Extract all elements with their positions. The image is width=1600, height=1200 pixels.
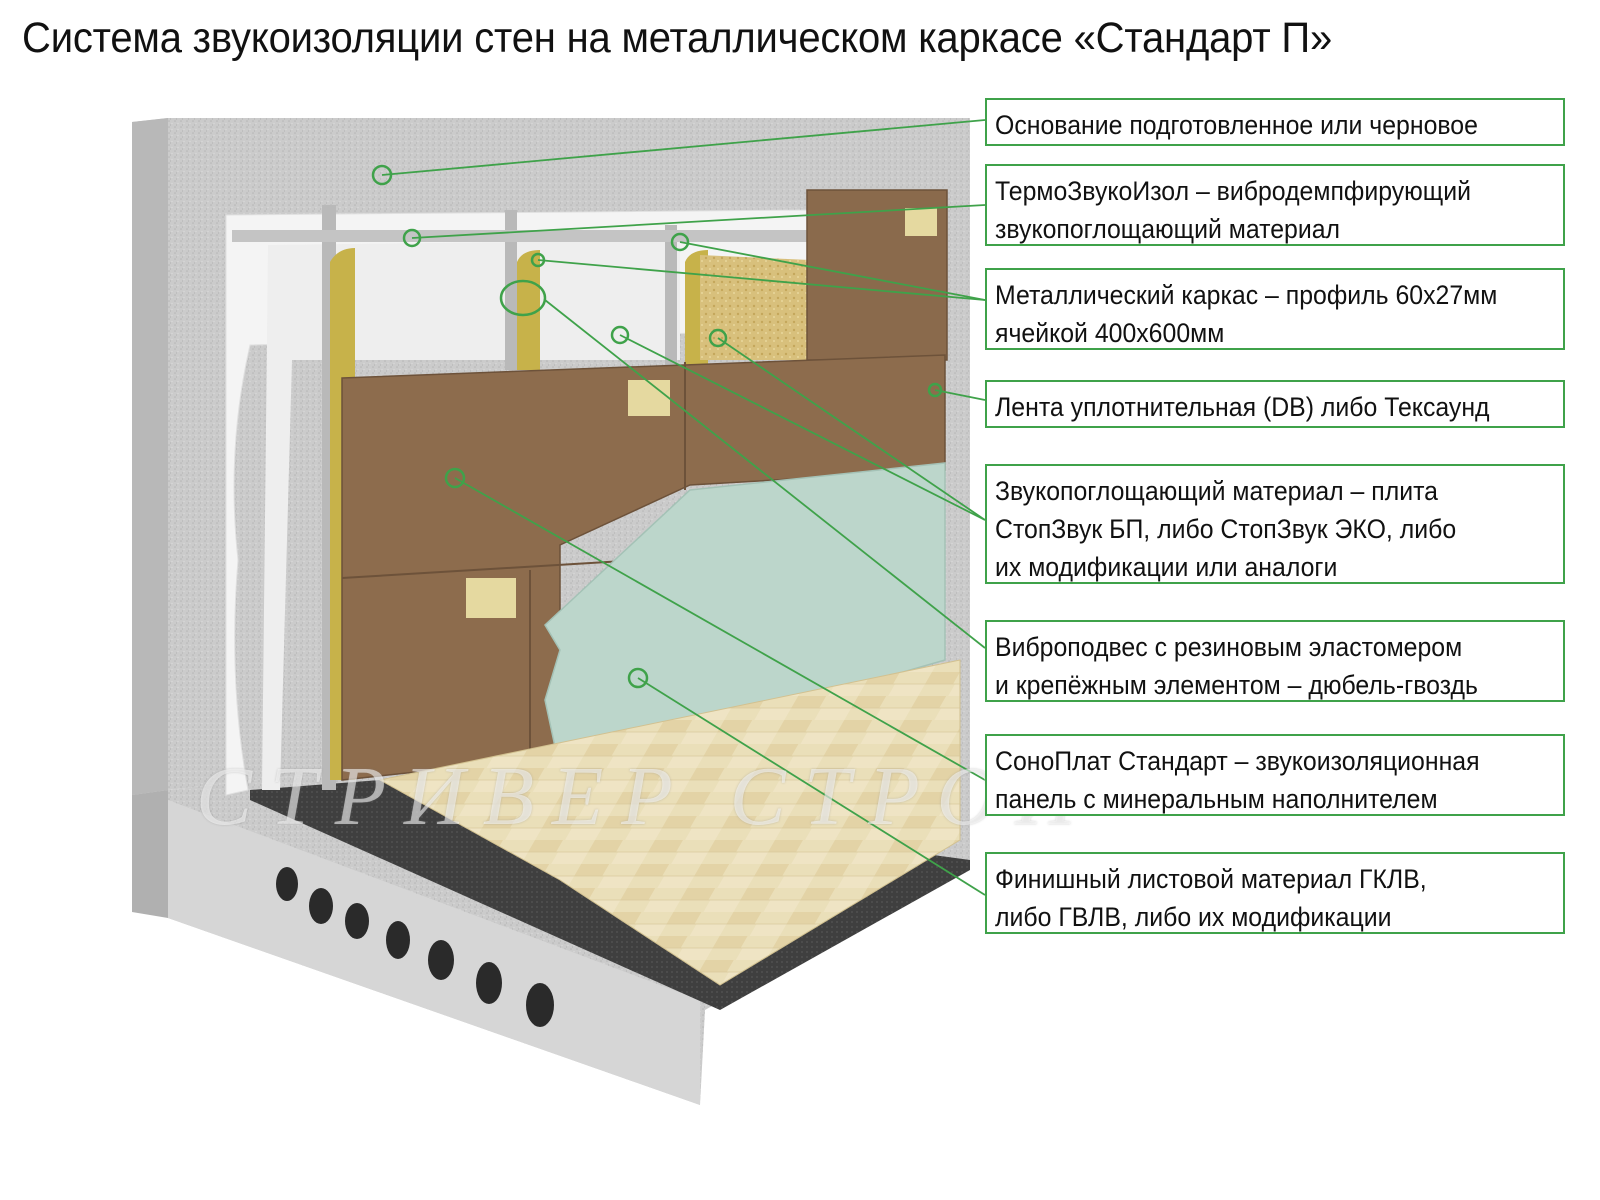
callout-tape-text: Лента уплотнительная (DB) либо Тексаунд — [995, 392, 1490, 422]
callout-sonoplat: СоноПлат Стандарт – звукоизоляционная па… — [985, 734, 1565, 816]
callout-frame: Металлический каркас – профиль 60х27мм я… — [985, 268, 1565, 350]
leader-lines — [381, 119, 986, 896]
leader-markers — [371, 164, 943, 689]
callout-finish: Финишный листовой материал ГКЛВ, либо ГВ… — [985, 852, 1565, 934]
callout-sonoplat-text: СоноПлат Стандарт – звукоизоляционная па… — [995, 746, 1480, 814]
callout-thermo-text: ТермоЗвукоИзол – вибродемпфирующий звуко… — [995, 176, 1471, 244]
callout-hanger: Виброподвес с резиновым эластомером и кр… — [985, 620, 1565, 702]
mineral-wool — [700, 255, 810, 360]
callout-thermo: ТермоЗвукоИзол – вибродемпфирующий звуко… — [985, 164, 1565, 246]
sonoplat-panels — [341, 354, 946, 781]
callout-absorber: Звукопоглощающий материал – плита СтопЗв… — [985, 464, 1565, 584]
floor-finish — [378, 659, 961, 986]
callout-absorber-text: Звукопоглощающий материал – плита СтопЗв… — [995, 476, 1457, 582]
callout-hanger-text: Виброподвес с резиновым эластомером и кр… — [995, 632, 1478, 700]
callout-base-text: Основание подготовленное или черновое — [995, 110, 1478, 140]
callout-finish-text: Финишный листовой материал ГКЛВ, либо ГВ… — [995, 864, 1427, 932]
slab-holes — [276, 867, 554, 1027]
callout-tape: Лента уплотнительная (DB) либо Тексаунд — [985, 380, 1565, 428]
gypsum-finish-sheet — [544, 462, 946, 771]
callout-base: Основание подготовленное или черновое — [985, 98, 1565, 146]
page-title: Система звукоизоляции стен на металличес… — [22, 14, 1332, 62]
callout-frame-text: Металлический каркас – профиль 60х27мм я… — [995, 280, 1498, 348]
